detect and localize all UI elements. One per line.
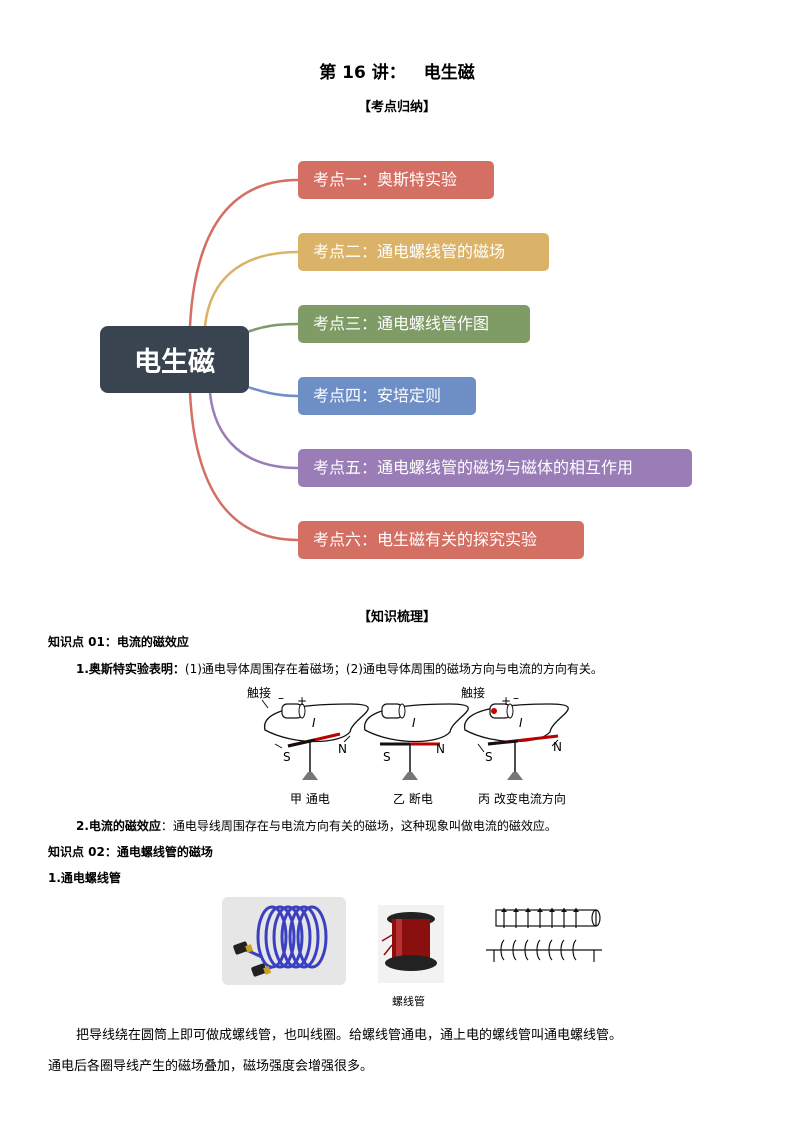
mindmap-node-3: 考点三：通电螺线管作图 [298,305,530,343]
plus-sign-3: + [501,694,512,708]
mindmap-node-6: 考点六：电生磁有关的探究实验 [298,521,584,559]
connector-5 [208,392,299,470]
mindmap-node-1: 考点一：奥斯特实验 [298,161,494,199]
panel-deenergized [364,703,469,780]
panel-energized [261,699,369,780]
oersted-conclusion: 1.奥斯特实验表明：(1)通电导体周围存在着磁场；(2)通电导体周围的磁场方向与… [76,660,603,677]
mindmap-connectors [188,178,299,542]
page-title: 第 16 讲： 电生磁 [0,58,794,83]
oersted-label: 1.奥斯特实验表明： [76,662,185,676]
mindmap-center: 电生磁 [100,326,249,393]
solenoid-paragraph-2: 通电后各圈导线产生的磁场叠加，磁场强度会增强很多。 [48,1059,374,1074]
touch-label-1: 触接 [247,686,272,700]
north-label-3: N [553,740,562,754]
solenoid-paragraph-1: 把导线绕在圆筒上即可做成螺线管，也叫线圈。给螺线管通电，通上电的螺线管叫通电螺线… [76,1028,623,1043]
mindmap-node-5: 考点五：通电螺线管的磁场与磁体的相互作用 [298,449,692,487]
solenoid-photo-caption: 螺线管 [392,995,425,1008]
touch-label-3: 触接 [461,686,486,700]
minus-sign-1: – [278,691,284,705]
minus-sign-3: – [513,691,519,705]
south-label-3: S [485,750,493,764]
mindmap-node-4: 考点四：安培定则 [298,377,476,415]
summary-heading: 【考点归纳】 [357,100,436,115]
knowledge-point-1-title: 知识点 01：电流的磁效应 [48,635,189,649]
connector-3 [244,322,299,335]
solenoid-subtitle: 1.通电螺线管 [48,871,121,885]
magnetic-effect-label: 2.电流的磁效应 [76,819,161,833]
plus-sign-1: + [297,694,308,708]
magnetic-effect-text: ：通电导线周围存在与电流方向有关的磁场，这种现象叫做电流的磁效应。 [160,819,557,833]
south-label-1: S [283,750,291,764]
caption-reversed: 丙 改变电流方向 [478,792,566,806]
current-label-1: I [312,716,316,730]
current-label-3: I [519,716,523,730]
north-label-2: N [436,742,445,756]
mindmap-node-2: 考点二：通电螺线管的磁场 [298,233,549,271]
connector-2 [203,250,299,327]
magnetic-effect-definition: 2.电流的磁效应：通电导线周围存在与电流方向有关的磁场，这种现象叫做电流的磁效应… [76,817,557,834]
coil-photo [222,897,346,985]
panel-reversed-current [464,703,569,780]
lecture-number: 第 16 讲： [319,63,406,83]
north-label-1: N [338,742,347,756]
lecture-topic: 电生磁 [423,63,475,83]
connector-6 [188,392,299,542]
solenoid-spool-photo [378,905,444,983]
connector-4 [244,384,299,398]
solenoid-winding-diagram [486,908,602,962]
knowledge-point-2-title: 知识点 02：通电螺线管的磁场 [48,845,213,859]
oersted-experiment-figure [261,699,569,780]
caption-deenergized: 乙 断电 [393,792,433,806]
current-label-2: I [412,716,416,730]
caption-energized: 甲 通电 [290,792,330,806]
south-label-2: S [383,750,391,764]
knowledge-heading: 【知识梳理】 [357,610,436,625]
oersted-text: (1)通电导体周围存在着磁场；(2)通电导体周围的磁场方向与电流的方向有关。 [184,662,603,676]
connector-1 [188,178,299,327]
